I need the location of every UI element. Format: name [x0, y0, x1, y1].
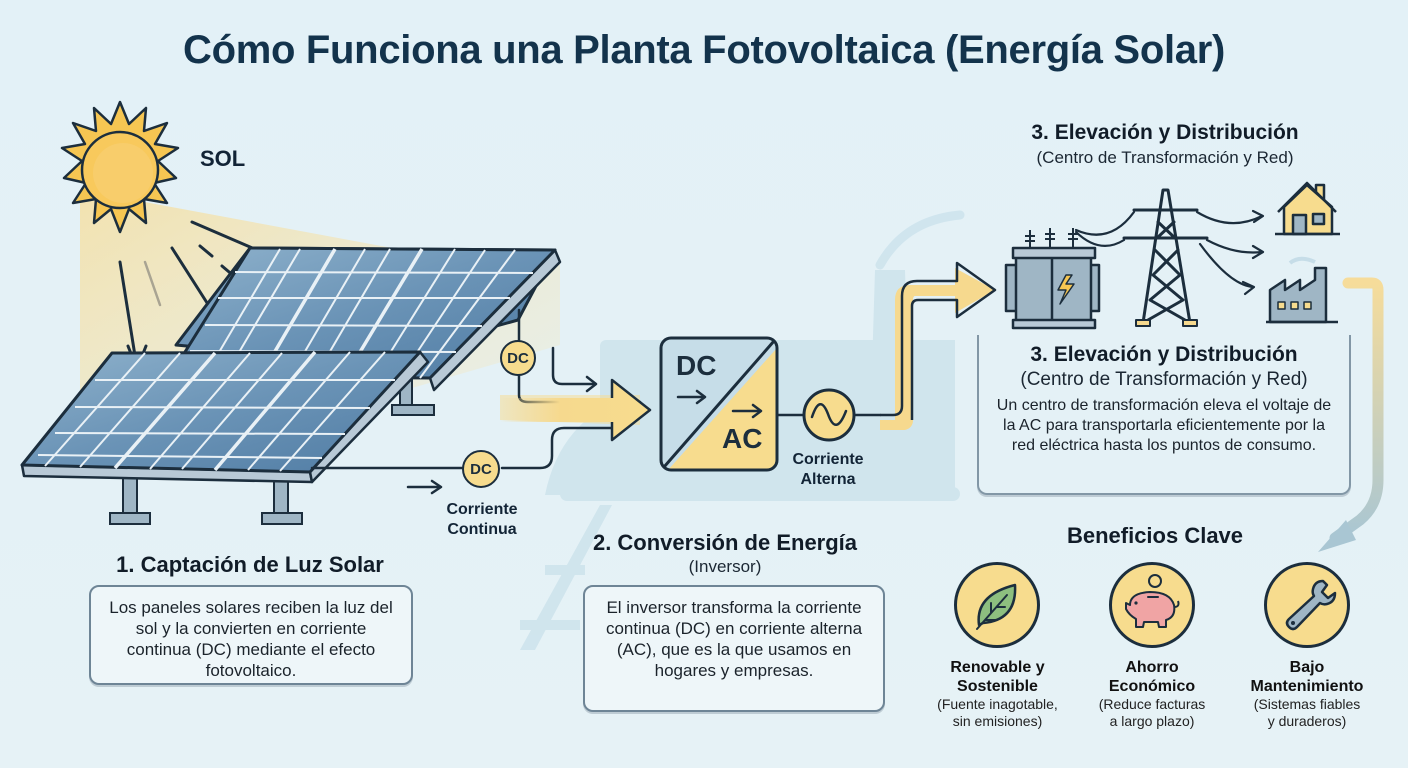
ac-label-line1: Corriente	[792, 451, 864, 468]
dc-label-line1: Corriente	[446, 501, 518, 518]
step2-title: 2. Conversión de Energía	[592, 530, 858, 555]
step1-title: 1. Captación de Luz Solar	[116, 552, 384, 577]
benefit-renovable-title-1: Renovable y	[950, 659, 1045, 676]
solar-panel-back	[168, 246, 562, 416]
inverter-ac-label: AC	[722, 423, 763, 454]
inverter-icon	[659, 336, 779, 472]
ac-current-label: Corriente Alterna	[778, 450, 878, 490]
step2-description: El inversor transforma la corriente cont…	[605, 598, 863, 680]
step1-card: Los paneles solares reciben la luz del s…	[89, 585, 413, 685]
wrench-icon	[1285, 579, 1337, 631]
benefit-mantenimiento: Bajo Mantenimiento (Sistemas fiables y d…	[1236, 658, 1378, 730]
benefit-ahorro: Ahorro Económico (Reduce facturas a larg…	[1082, 658, 1222, 730]
step3-description: Un centro de transformación eleva el vol…	[996, 397, 1332, 454]
benefit-circle-ahorro	[1109, 562, 1195, 648]
step3-title: 3. Elevación y Distribución	[1030, 343, 1298, 366]
factory-icon	[1266, 266, 1338, 324]
step3-subtitle: (Centro de Transformación y Red)	[1020, 369, 1308, 390]
benefit-renovable-desc-2: sin emisiones)	[952, 713, 1043, 729]
leaf-icon	[976, 583, 1017, 630]
step3-header-subtitle: (Centro de Transformación y Red)	[1036, 148, 1294, 167]
dc-current-label: Corriente Continua	[432, 500, 532, 540]
step2-card: El inversor transforma la corriente cont…	[583, 585, 885, 712]
step3-card: 3. Elevación y Distribución (Centro de T…	[977, 335, 1351, 495]
transformer-icon	[1004, 228, 1101, 330]
page-title: Cómo Funciona una Planta Fotovoltaica (E…	[182, 28, 1225, 72]
step1-description: Los paneles solares reciben la luz del s…	[109, 598, 393, 680]
ac-label-line2: Alterna	[800, 471, 856, 488]
dc-badge-bottom: DC	[462, 450, 500, 488]
ac-sine-icon	[802, 388, 856, 442]
benefit-ahorro-title-2: Económico	[1108, 678, 1196, 695]
benefit-renovable-title-2: Sostenible	[957, 678, 1038, 695]
benefit-mantenimiento-title-2: Mantenimiento	[1250, 678, 1364, 695]
benefit-mantenimiento-desc-2: y duraderos)	[1267, 713, 1347, 729]
step3-header-title: 3. Elevación y Distribución	[1031, 121, 1299, 144]
benefit-circle-mantenimiento	[1264, 562, 1350, 648]
benefit-renovable: Renovable y Sostenible (Fuente inagotabl…	[925, 658, 1070, 730]
dc-label-line2: Continua	[447, 521, 517, 538]
dc-badge-top: DC	[500, 340, 536, 376]
piggy-bank-icon	[1125, 574, 1180, 628]
sun-label: SOL	[200, 146, 246, 171]
power-pylon-icon	[1122, 188, 1209, 327]
dc-badge-bottom-label: DC	[470, 460, 492, 478]
benefit-ahorro-title-1: Ahorro	[1125, 659, 1179, 676]
sun-icon	[60, 100, 180, 234]
benefit-ahorro-desc-1: (Reduce facturas	[1098, 696, 1206, 712]
benefit-mantenimiento-title-1: Bajo	[1289, 659, 1325, 676]
house-icon	[1275, 181, 1340, 236]
benefit-mantenimiento-desc-1: (Sistemas fiables	[1253, 696, 1361, 712]
solar-panel-front	[20, 350, 430, 525]
benefit-circle-renovable	[954, 562, 1040, 648]
dc-badge-top-label: DC	[507, 349, 529, 367]
benefit-renovable-desc-1: (Fuente inagotable,	[937, 696, 1058, 712]
benefits-title: Beneficios Clave	[1066, 523, 1244, 548]
step2-subtitle: (Inversor)	[688, 557, 762, 576]
benefit-ahorro-desc-2: a largo plazo)	[1109, 713, 1195, 729]
inverter-dc-label: DC	[676, 350, 717, 381]
